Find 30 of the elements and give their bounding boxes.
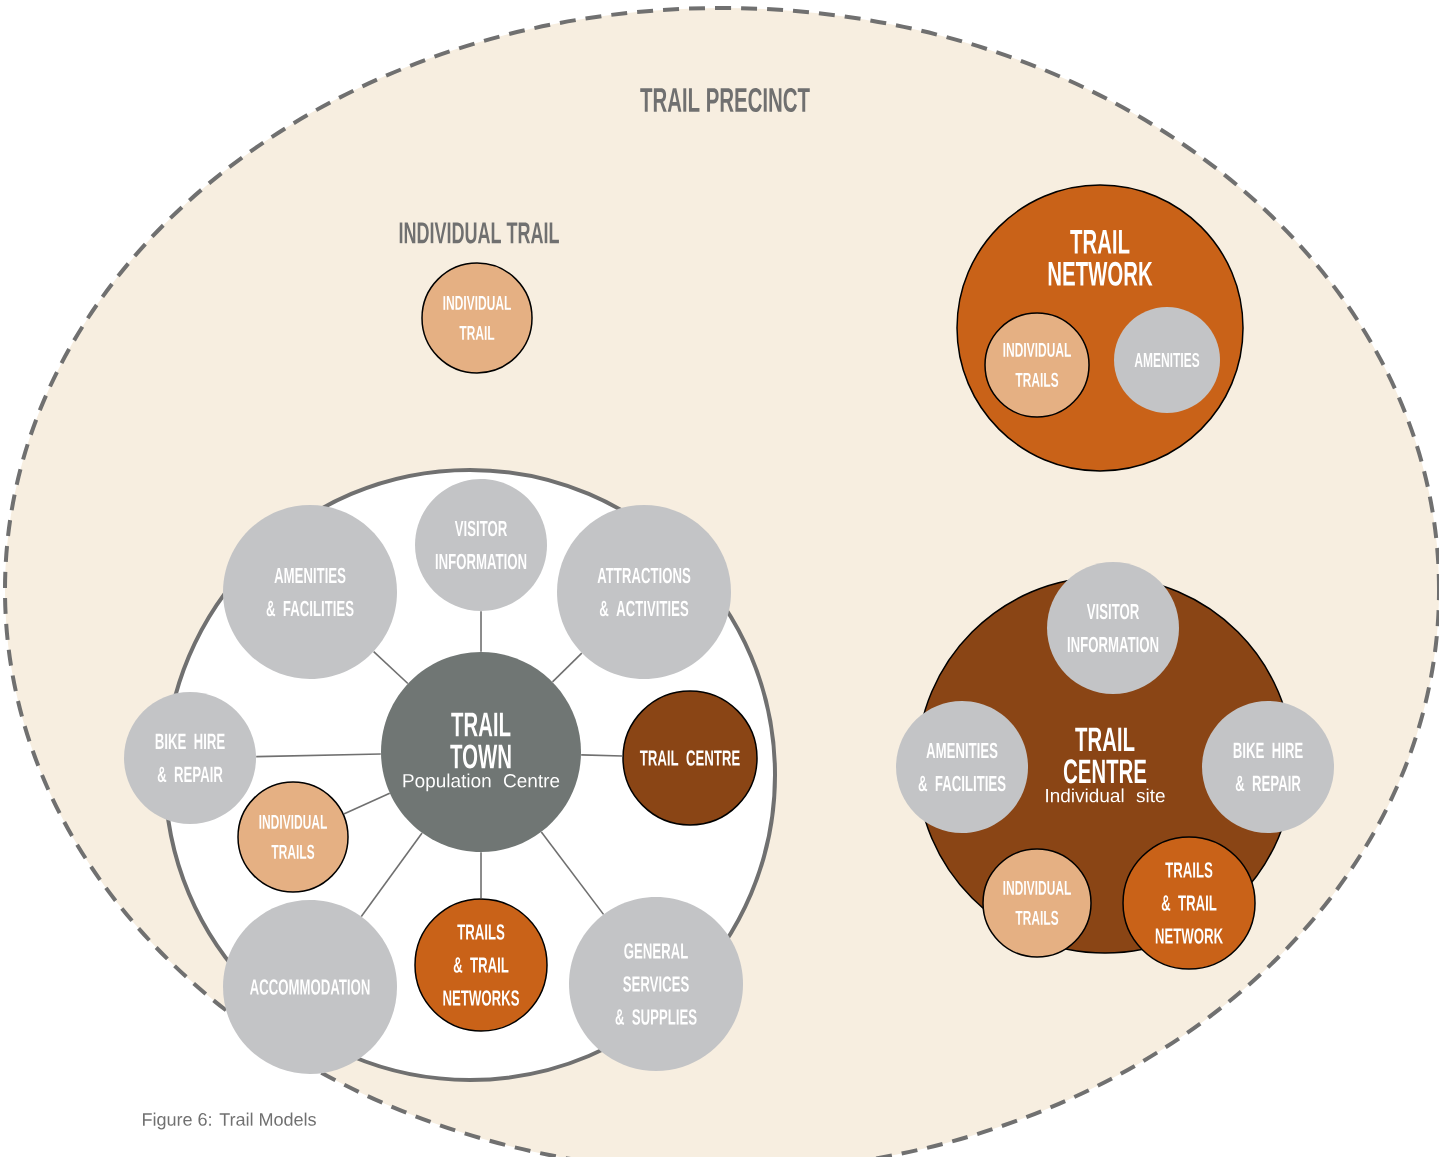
circle-node: INDIVIDUAL TRAILS [982, 848, 1092, 958]
circle-node: INDIVIDUAL TRAILS [984, 312, 1090, 418]
circle-node: INDIVIDUAL TRAIL [421, 262, 533, 374]
heading: TRAIL PRECINCT [640, 87, 810, 112]
connector-line [551, 652, 583, 683]
circle-node: AMENITIES & FACILITIES [223, 505, 397, 679]
circle-node: VISITOR INFORMATION [415, 479, 547, 611]
connector-line [360, 832, 423, 918]
circle-node: TRAILS & TRAIL NETWORKS [414, 898, 548, 1032]
circle-node: TRAIL CENTRE [622, 690, 758, 826]
circle-node: VISITOR INFORMATION [1047, 562, 1179, 694]
circle-node: TRAILS & TRAIL NETWORK [1122, 836, 1256, 970]
heading: INDIVIDUAL TRAIL [399, 222, 559, 244]
caption: Figure 6: Trail Models [143, 1112, 316, 1130]
circle-node: INDIVIDUAL TRAILS [237, 781, 349, 893]
circle-node: BIKE HIRE & REPAIR [124, 692, 256, 824]
connector-line [343, 792, 391, 815]
circle-node: BIKE HIRE & REPAIR [1202, 701, 1334, 833]
connector-line [480, 610, 482, 653]
circle-node: TRAIL TOWN Population Centre [381, 652, 581, 852]
connector-line [480, 851, 482, 900]
circle-node: AMENITIES & FACILITIES [896, 701, 1028, 833]
circle-node: GENERAL SERVICES & SUPPLIES [569, 897, 743, 1071]
connector-line [372, 650, 409, 685]
circle-node: ACCOMMODATION [223, 900, 397, 1074]
connector-line [540, 831, 605, 916]
connector-line [255, 753, 382, 758]
circle-node: ATTRACTIONS & ACTIVITIES [557, 505, 731, 679]
connector-line [580, 754, 624, 757]
circle-node: AMENITIES [1114, 307, 1220, 413]
